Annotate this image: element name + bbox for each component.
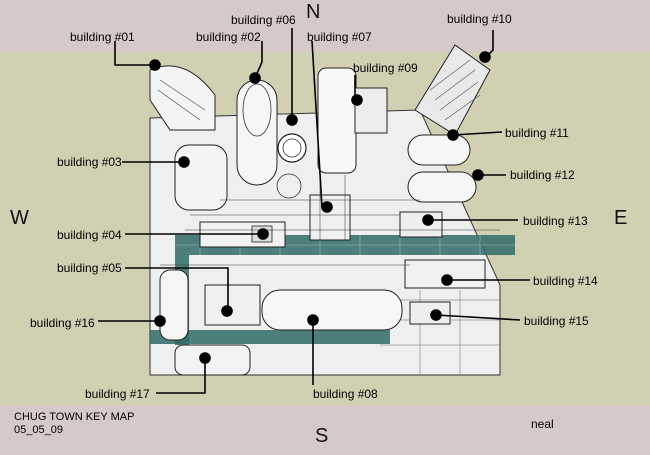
building-label-05[interactable]: building #05 (57, 261, 122, 275)
compass-west: W (10, 207, 29, 229)
building-label-04[interactable]: building #04 (57, 228, 122, 242)
building-label-01[interactable]: building #01 (70, 30, 135, 44)
building-label-17[interactable]: building #17 (85, 387, 150, 401)
bottom-band (0, 405, 650, 455)
author-name: neal (531, 417, 554, 431)
building-label-11[interactable]: building #11 (505, 126, 569, 140)
map-title: CHUG TOWN KEY MAP (14, 411, 135, 423)
building-label-12[interactable]: building #12 (510, 168, 575, 182)
building-label-13[interactable]: building #13 (523, 214, 588, 228)
compass-south: S (315, 425, 329, 447)
building-label-10[interactable]: building #10 (447, 12, 512, 26)
building-label-02[interactable]: building #02 (196, 30, 261, 44)
map-date: 05_05_09 (14, 424, 63, 436)
compass-north: N (306, 1, 321, 23)
building-label-15[interactable]: building #15 (524, 314, 589, 328)
building-label-16[interactable]: building #16 (30, 316, 95, 330)
building-label-14[interactable]: building #14 (533, 274, 598, 288)
building-label-08[interactable]: building #08 (313, 387, 378, 401)
building-label-07[interactable]: building #07 (307, 30, 372, 44)
building-label-09[interactable]: building #09 (353, 61, 418, 75)
top-band (0, 0, 650, 52)
building-label-03[interactable]: building #03 (57, 155, 122, 169)
compass-east: E (614, 207, 628, 229)
building-label-06[interactable]: building #06 (231, 13, 296, 27)
